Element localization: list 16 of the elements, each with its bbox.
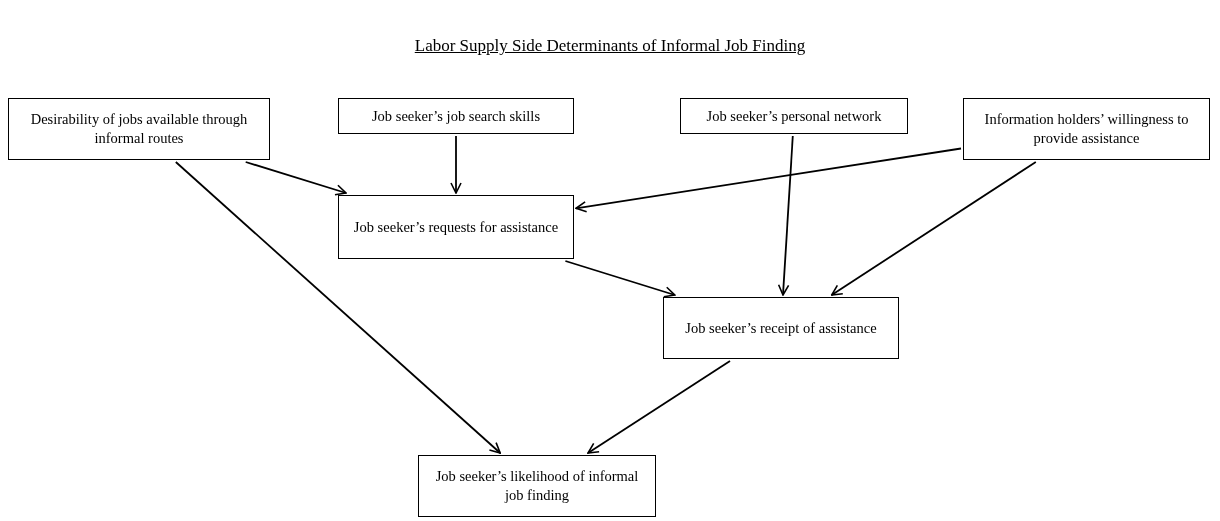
process-box: Job seeker’s receipt of assistance: [663, 297, 899, 359]
arrow: [450, 135, 462, 194]
process-box: Desirability of jobs available through informal routes: [8, 98, 270, 160]
arrow: [587, 360, 731, 454]
arrow: [575, 147, 962, 213]
process-box: Job seeker’s job search skills: [338, 98, 574, 134]
arrow: [174, 161, 502, 454]
arrow: [244, 161, 347, 196]
process-box: Information holders’ willingness to provide assistance: [963, 98, 1210, 160]
arrow: [564, 260, 676, 298]
arrow: [777, 135, 794, 296]
process-box: Job seeker’s likelihood of informal job finding: [418, 455, 656, 517]
process-box: Job seeker’s requests for assistance: [338, 195, 574, 259]
arrow: [830, 161, 1037, 296]
process-box: Job seeker’s personal network: [680, 98, 908, 134]
diagram-title: Labor Supply Side Determinants of Informal Job Finding: [414, 36, 806, 55]
